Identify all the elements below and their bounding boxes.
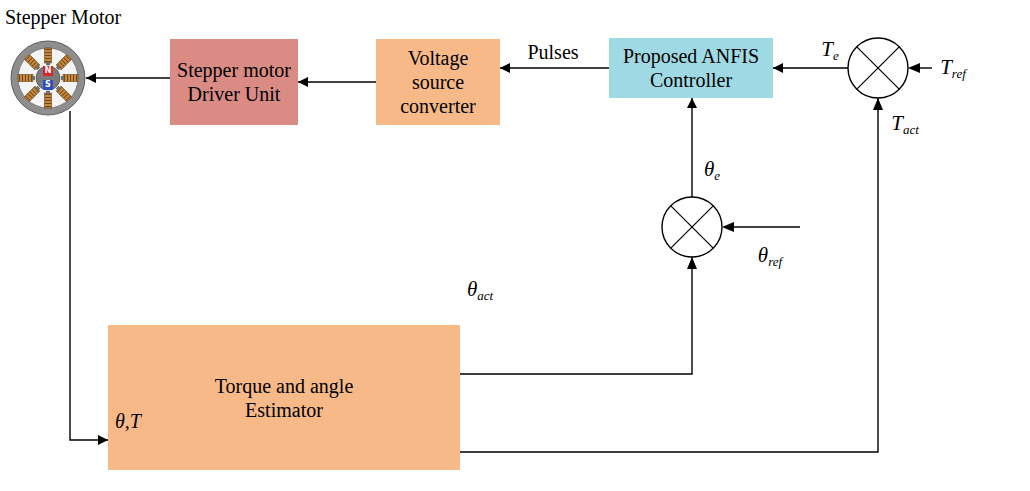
pole-tip: [46, 62, 50, 65]
signal-name: Te: [821, 39, 838, 62]
estimator-box: Torque and angle Estimator: [108, 325, 460, 470]
signal-name: θact: [467, 279, 493, 302]
magnet-pole-letter: S: [45, 81, 51, 89]
stator-pole: [55, 54, 72, 71]
drawing-part: [18, 48, 78, 108]
drawing-part: [671, 206, 713, 248]
signal-name: Tact: [891, 113, 919, 136]
drawing-part: [857, 47, 899, 89]
drawing-part: [43, 80, 53, 90]
coil: [18, 75, 33, 82]
coil: [24, 86, 40, 102]
summing-junction: [848, 38, 932, 110]
drawing-part: [36, 66, 60, 90]
stepper-motor: Stepper Motor: [10, 41, 86, 115]
stator-pole: [55, 85, 72, 102]
signal-arrow: [460, 68, 878, 452]
signal-arrow: [460, 98, 692, 374]
box-label: Proposed ANFIS Controller: [616, 44, 766, 92]
drawing-part: [687, 257, 697, 269]
stepper-motor-illustration: [11, 41, 85, 115]
motor-title: Stepper Motor: [5, 5, 121, 29]
drawing-part: [722, 222, 734, 232]
signal-arrow: [70, 111, 108, 440]
pole-tip: [61, 76, 64, 80]
signal-name: θref: [758, 245, 782, 268]
box-label: Torque and angle Estimator: [189, 374, 379, 422]
pole-tip: [32, 76, 35, 80]
drawing-part: [873, 98, 883, 110]
stator-poles: [18, 48, 78, 108]
stator-pole: [24, 54, 41, 71]
stator-pole: [24, 85, 41, 102]
stator-pole: [45, 91, 52, 108]
signal-arrow: [86, 77, 170, 78]
drawing-part: [662, 197, 722, 257]
signal-name: θe: [704, 159, 720, 182]
driver-box: Stepper motor Driver Unit: [170, 39, 298, 125]
controller-box: Proposed ANFIS Controller: [609, 38, 773, 98]
edge-label: Pulses: [527, 42, 578, 62]
drawing-part: [908, 63, 920, 73]
drawing-part: [43, 66, 53, 76]
signal-arrow: [298, 81, 376, 82]
drawing-part: [918, 67, 932, 68]
drawing-part: [857, 47, 899, 89]
coil: [63, 75, 78, 82]
magnet-pole-letter: N: [45, 67, 52, 75]
box-label: Stepper motor Driver Unit: [177, 58, 291, 106]
converter-box: Voltage source converter: [376, 39, 500, 125]
drawing-part: [11, 41, 85, 115]
drawing-part: [732, 226, 800, 227]
edge-label: θ,T: [115, 411, 141, 431]
stator-pole: [18, 75, 35, 82]
pole-tip: [46, 91, 50, 94]
summing-junction: [662, 197, 800, 269]
coil: [56, 86, 72, 102]
stator-pole: [61, 75, 78, 82]
signal-name: Tref: [940, 57, 966, 80]
drawing-part: [671, 206, 713, 248]
stator-pole: [45, 48, 52, 65]
drawing-part: [848, 38, 908, 98]
coil: [56, 54, 72, 70]
box-label: Voltage source converter: [383, 46, 493, 118]
coil: [45, 93, 52, 108]
coil: [24, 54, 40, 70]
signal-arrow: [500, 67, 609, 68]
coil: [45, 48, 52, 63]
